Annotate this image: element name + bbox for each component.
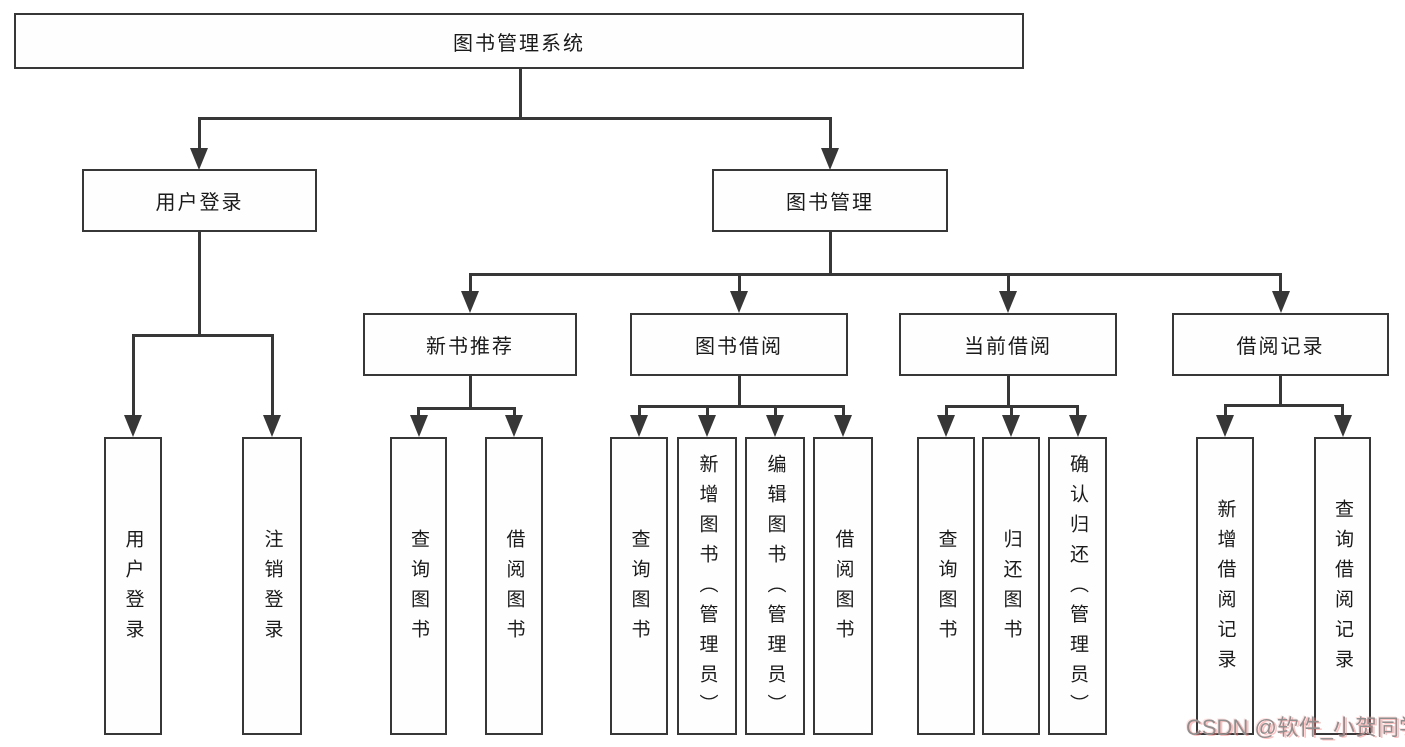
connector-drop	[705, 405, 709, 417]
connector-rail	[417, 406, 516, 410]
arrowhead-down-icon	[1068, 415, 1087, 437]
node-label: 新增借阅记录	[1214, 499, 1236, 679]
node-logout-leaf: 注销登录	[242, 437, 302, 735]
node-query-books-recommend: 查询图书	[390, 437, 447, 735]
connector-drop	[417, 407, 420, 417]
node-user-login: 用户登录	[82, 169, 317, 232]
arrowhead-down-icon	[1216, 415, 1234, 437]
connector-user-login-drop	[197, 118, 201, 150]
connector-book-mgmt-drop	[828, 118, 832, 150]
connector-stem	[1279, 376, 1282, 407]
node-borrow-books-recommend: 借阅图书	[485, 437, 543, 735]
node-label: 借阅图书	[832, 529, 854, 649]
connector-drop	[1009, 405, 1013, 417]
connector-drop	[773, 405, 777, 417]
arrowhead-down-icon	[999, 291, 1017, 313]
node-borrow-books-leaf: 借阅图书	[813, 437, 873, 735]
connector-drop	[944, 405, 948, 417]
node-new-book-recommend: 新书推荐	[363, 313, 577, 376]
arrowhead-down-icon	[409, 415, 428, 437]
connector-level1-rail	[197, 117, 832, 120]
node-query-books-borrow: 查询图书	[610, 437, 668, 735]
node-label: 新书推荐	[426, 336, 514, 358]
connector-drop	[737, 273, 741, 293]
node-label: 确认归还（管理员）	[1067, 454, 1088, 724]
connector-drop	[1006, 273, 1010, 293]
node-label: 查询图书	[628, 529, 650, 649]
node-label: 注销登录	[261, 529, 283, 649]
node-label: 当前借阅	[964, 336, 1052, 358]
arrowhead-down-icon	[730, 291, 748, 313]
connector-drop	[841, 405, 845, 417]
node-label: 用户登录	[122, 529, 144, 649]
connector-drop	[637, 405, 641, 417]
connector-drop	[468, 273, 472, 293]
connector-drop	[512, 407, 516, 417]
node-borrow-records: 借阅记录	[1172, 313, 1389, 376]
connector-rail	[1223, 404, 1344, 407]
connector-drop	[1076, 405, 1079, 417]
node-label: 查询图书	[935, 529, 957, 649]
arrowhead-down-icon	[698, 415, 716, 437]
node-book-management: 图书管理	[712, 169, 948, 232]
node-current-borrow: 当前借阅	[899, 313, 1117, 376]
connector-stem	[1006, 376, 1010, 408]
arrowhead-down-icon	[937, 415, 955, 437]
connector-drop	[1279, 273, 1282, 293]
node-label: 新增图书（管理员）	[696, 454, 718, 724]
csdn-watermark: CSDN @软件_小贺同学	[1186, 715, 1405, 740]
node-label: 归还图书	[1000, 529, 1022, 649]
connector-user-login-rail	[131, 333, 274, 337]
node-add-books-admin: 新增图书（管理员）	[677, 437, 737, 735]
arrowhead-down-icon	[630, 415, 648, 437]
node-label: 编辑图书（管理员）	[764, 454, 786, 724]
node-confirm-return-admin: 确认归还（管理员）	[1048, 437, 1107, 735]
arrowhead-down-icon	[821, 148, 839, 170]
connector-book-mgmt-stem	[828, 232, 832, 274]
node-book-borrow: 图书借阅	[630, 313, 848, 376]
arrowhead-down-icon	[766, 415, 784, 437]
node-label: 图书借阅	[695, 336, 783, 358]
connector-drop	[1341, 404, 1344, 417]
arrowhead-down-icon	[1002, 415, 1020, 437]
node-edit-books-admin: 编辑图书（管理员）	[745, 437, 805, 735]
connector-drop	[1223, 404, 1227, 417]
connector-root-stem	[518, 69, 522, 118]
arrowhead-down-icon	[124, 415, 142, 437]
connector-drop	[131, 334, 135, 416]
connector-drop	[270, 334, 274, 416]
arrowhead-down-icon	[190, 148, 208, 170]
arrowhead-down-icon	[1271, 291, 1290, 313]
node-label: 查询图书	[408, 529, 429, 649]
node-label: 图书管理	[786, 192, 874, 214]
arrowhead-down-icon	[834, 415, 852, 437]
node-root: 图书管理系统	[14, 13, 1024, 69]
node-label: 用户登录	[155, 192, 244, 214]
node-label: 借阅图书	[503, 529, 525, 649]
node-add-borrow-record: 新增借阅记录	[1196, 437, 1254, 735]
node-label: 查询借阅记录	[1332, 499, 1353, 679]
node-root-label: 图书管理系统	[453, 32, 585, 55]
arrowhead-down-icon	[263, 415, 281, 437]
node-query-books-current: 查询图书	[917, 437, 975, 735]
arrowhead-down-icon	[505, 415, 523, 437]
node-query-borrow-record: 查询借阅记录	[1314, 437, 1371, 735]
connector-level2-rail	[468, 272, 1282, 276]
node-user-login-leaf: 用户登录	[104, 437, 162, 735]
connector-user-login-stem	[197, 232, 201, 336]
arrowhead-down-icon	[1333, 415, 1352, 437]
node-return-books: 归还图书	[982, 437, 1040, 735]
node-label: 借阅记录	[1236, 336, 1325, 358]
connector-stem	[468, 376, 472, 410]
connector-rail	[637, 405, 845, 408]
arrowhead-down-icon	[461, 291, 479, 313]
connector-stem	[737, 376, 741, 408]
